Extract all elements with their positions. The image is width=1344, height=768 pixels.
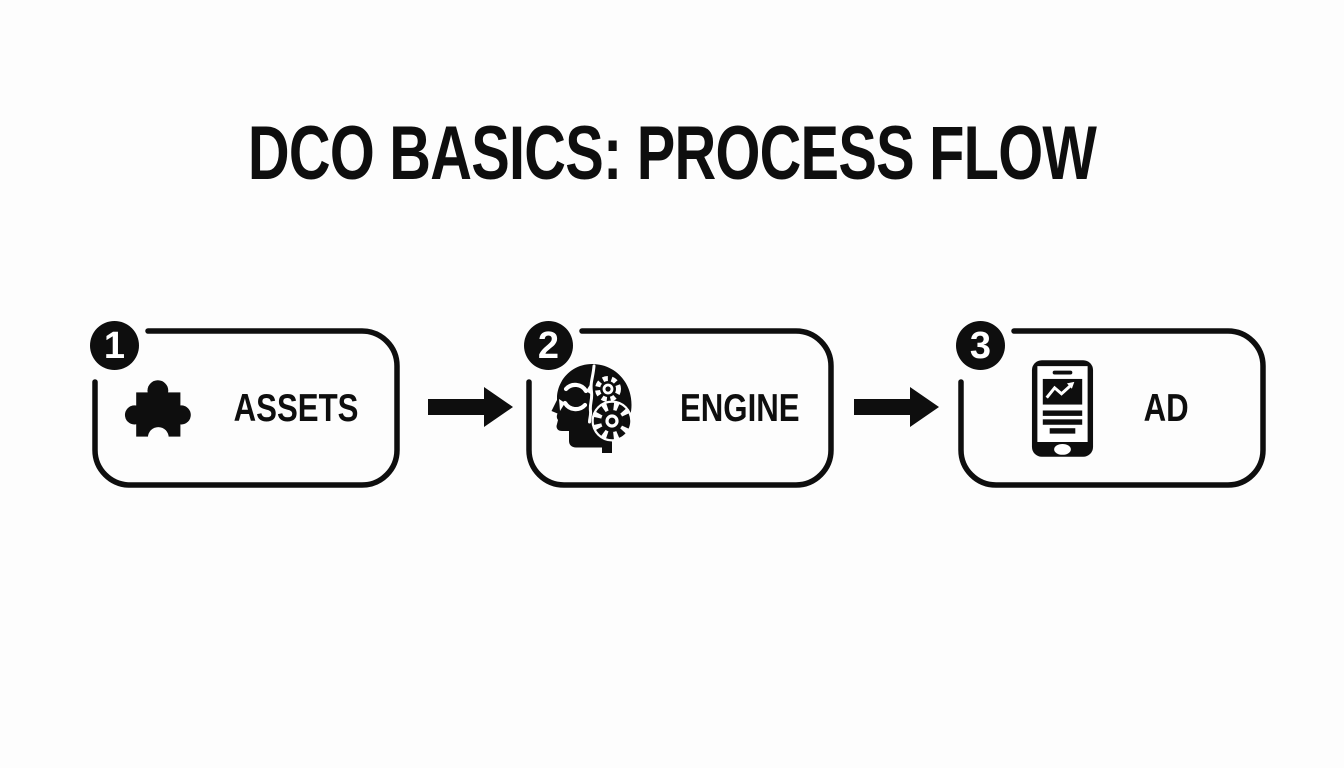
card-border	[92, 328, 400, 488]
step-card-assets: 1 ASSETS	[90, 321, 400, 488]
page-title: DCO BASICS: PROCESS FLOW	[0, 116, 1344, 192]
step-label: AD	[1143, 386, 1190, 430]
card-border	[526, 328, 834, 488]
arrow-right-icon	[428, 387, 513, 427]
step-label: ENGINE	[680, 386, 800, 430]
card-border	[958, 328, 1266, 488]
page-title-text: DCO BASICS: PROCESS FLOW	[247, 111, 1097, 196]
step-number: 1	[103, 324, 126, 367]
step-number-badge: 1	[90, 321, 139, 370]
step-card-ad: 3 AD	[956, 321, 1266, 488]
step-number-badge: 3	[956, 321, 1005, 370]
card-content: ENGINE	[526, 328, 834, 488]
step-number-badge: 2	[524, 321, 573, 370]
step-number: 3	[969, 324, 992, 367]
arrow-right-icon	[854, 387, 939, 427]
step-card-engine: 2	[524, 321, 834, 488]
head-with-gears-icon	[551, 364, 633, 453]
step-label: ASSETS	[233, 386, 359, 430]
smartphone-ad-icon	[1032, 359, 1094, 457]
step-number: 2	[537, 324, 560, 367]
puzzle-piece-icon	[124, 380, 191, 447]
card-content: ASSETS	[92, 328, 400, 488]
card-content: AD	[958, 328, 1266, 488]
